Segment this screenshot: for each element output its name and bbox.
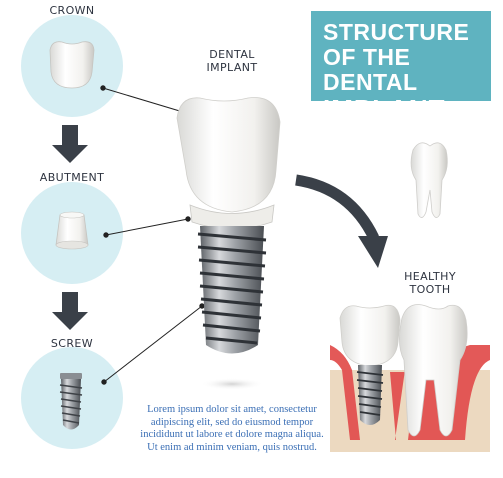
implant-icon (176, 97, 281, 390)
crown-icon (49, 41, 95, 89)
screw-icon (59, 373, 83, 430)
dental-implant-label-line-2: IMPLANT (206, 61, 258, 74)
dental-implant-label-line-1: DENTAL (209, 48, 255, 61)
title-line-1: STRUCTURE (323, 19, 470, 45)
abutment-label: ABUTMENT (39, 171, 105, 184)
title-banner: STRUCTURE OF THE DENTAL IMPLANT (311, 11, 491, 123)
curved-arrow-icon (295, 174, 388, 268)
crown-label: CROWN (49, 4, 95, 17)
caption-text: Lorem ipsum dolor sit amet, consectetur … (140, 404, 324, 453)
screw-label: SCREW (50, 337, 94, 350)
healthy-tooth-label-line-1: HEALTHY (404, 270, 456, 283)
section-natural-tooth (399, 304, 468, 437)
down-arrow-icon (52, 125, 88, 330)
abutment-icon (55, 211, 89, 250)
dental-implant-label: DENTAL IMPLANT (196, 48, 268, 74)
tooth-icon (410, 142, 448, 218)
healthy-tooth-label: HEALTHY TOOTH (398, 270, 462, 296)
title-line-2: OF THE DENTAL (323, 44, 418, 95)
healthy-tooth-label-line-2: TOOTH (409, 283, 451, 296)
section-implant (339, 304, 401, 425)
title-line-3: IMPLANT (323, 94, 446, 124)
